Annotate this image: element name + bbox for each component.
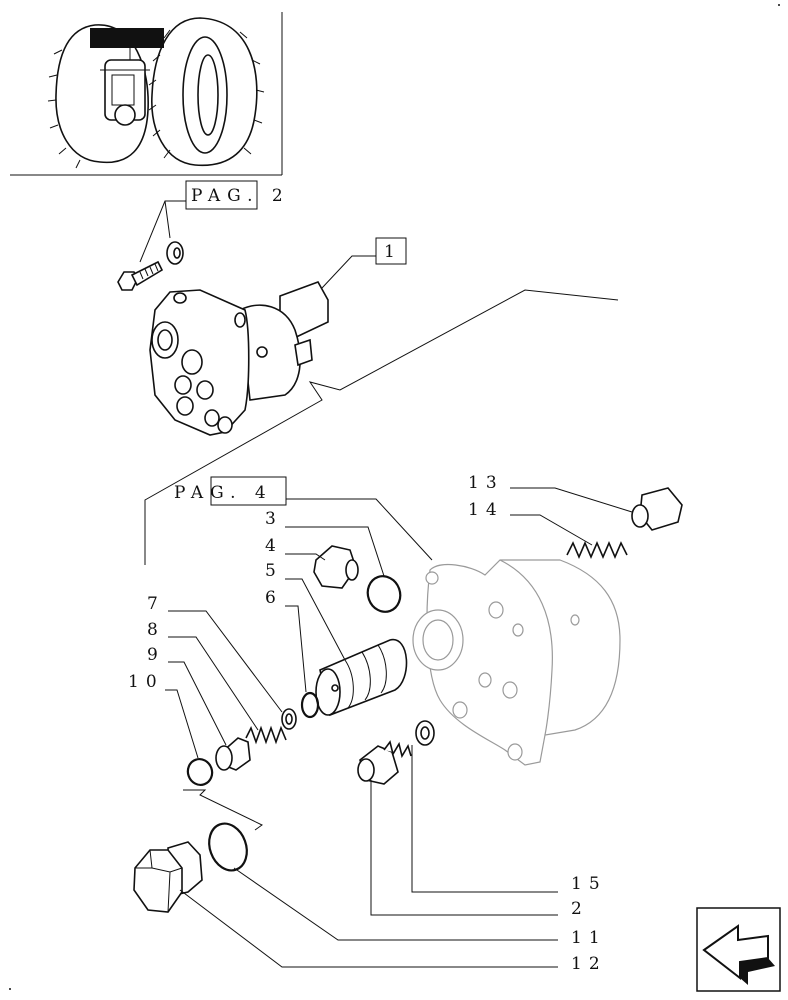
redaction-bar bbox=[90, 28, 164, 48]
callout-8: 8 bbox=[147, 620, 165, 640]
callout-6: 6 bbox=[265, 588, 283, 608]
leader-lines-top bbox=[139, 200, 186, 263]
page-ref-mid: PAG. 4 bbox=[174, 483, 273, 503]
plug-4-icon bbox=[313, 545, 359, 589]
washer-15-icon bbox=[415, 720, 435, 746]
tractor-thumbnail[interactable] bbox=[10, 12, 283, 176]
callout-5: 5 bbox=[265, 561, 283, 581]
callout-13: 13 bbox=[468, 473, 504, 493]
corner-dot bbox=[778, 4, 780, 6]
pump-body-ghost bbox=[412, 559, 621, 766]
callout-12: 12 bbox=[571, 954, 607, 974]
valve-9-icon bbox=[215, 737, 251, 771]
callout-4: 4 bbox=[265, 536, 283, 556]
washer-icon bbox=[166, 241, 184, 265]
spool-5-icon bbox=[315, 639, 408, 717]
tractor-body-detail bbox=[100, 40, 150, 126]
callout-14: 14 bbox=[468, 500, 504, 520]
circlip-6-icon bbox=[300, 691, 320, 719]
page-ref-top: PAG. 2 bbox=[191, 186, 290, 206]
plug-12-icon bbox=[133, 841, 203, 913]
washer-7-icon bbox=[281, 708, 297, 730]
callout-3: 3 bbox=[265, 509, 283, 529]
screw-2-icon bbox=[357, 740, 412, 785]
callout-10: 10 bbox=[128, 672, 164, 692]
plug-13-icon bbox=[631, 487, 683, 531]
spring-8-icon bbox=[245, 725, 287, 745]
corner-dot bbox=[9, 988, 11, 990]
oring-10-icon bbox=[186, 758, 214, 786]
callout-9: 9 bbox=[147, 645, 165, 665]
callout-2: 2 bbox=[571, 899, 589, 919]
return-arrow-icon[interactable] bbox=[696, 907, 781, 992]
callout-11: 11 bbox=[571, 928, 607, 948]
callout-1: 1 bbox=[384, 242, 402, 262]
break-symbol bbox=[183, 789, 263, 831]
tractor-rear-wheel bbox=[148, 17, 265, 167]
spring-14-icon bbox=[566, 540, 628, 560]
bolt-icon bbox=[117, 260, 164, 291]
pump-assembly bbox=[149, 281, 329, 436]
oring-3-icon bbox=[366, 575, 402, 613]
callout-7: 7 bbox=[147, 594, 165, 614]
callout-15: 15 bbox=[571, 874, 607, 894]
oring-11-icon bbox=[208, 822, 248, 872]
section-break-line bbox=[144, 289, 619, 565]
